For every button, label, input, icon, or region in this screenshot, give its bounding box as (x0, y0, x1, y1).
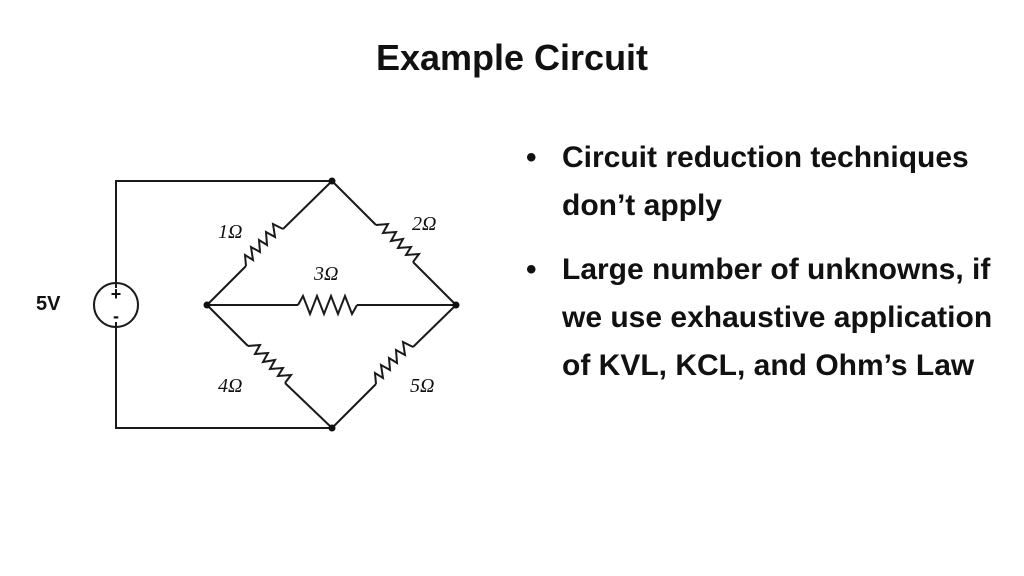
bullet-list: • Circuit reduction techniques don’t app… (522, 134, 1012, 406)
bullet-text: Circuit reduction techniques don’t apply (562, 141, 969, 222)
r5-lead-b (412, 304, 457, 348)
resistor-5-label: 5Ω (410, 375, 434, 397)
bullet-dot-icon: • (526, 141, 537, 174)
bullet-item: • Large number of unknowns, if we use ex… (522, 246, 1012, 390)
slide-title: Example Circuit (375, 37, 649, 78)
resistor-2-label: 2Ω (412, 213, 436, 235)
r1-lead-b (282, 180, 333, 230)
node-bottom (328, 424, 336, 432)
bullet-dot-icon: • (526, 253, 537, 286)
source-voltage-label: 5V (36, 293, 61, 315)
r2-lead-a (331, 180, 377, 226)
node-top (328, 177, 336, 185)
resistor-3 (297, 293, 358, 317)
resistor-3-label: 3Ω (313, 263, 338, 285)
resistor-4-label: 4Ω (218, 375, 242, 397)
node-right (452, 301, 460, 309)
bullet-item: • Circuit reduction techniques don’t app… (522, 134, 1012, 230)
resistor-1-label: 1Ω (218, 221, 242, 243)
resistor-1 (243, 222, 284, 267)
r2-lead-b (412, 261, 457, 306)
resistor-2 (375, 222, 422, 263)
source-minus-sign: - (113, 306, 119, 326)
r4-lead-a (206, 304, 249, 347)
node-left (203, 301, 211, 309)
bottom-wire (115, 322, 332, 429)
r4-lead-b (284, 382, 333, 429)
voltage-source (93, 282, 139, 328)
r1-lead-a (206, 265, 247, 306)
top-wire (115, 180, 332, 288)
resistor-4 (247, 343, 294, 384)
source-plus-sign: + (111, 284, 122, 304)
resistor-5 (373, 340, 414, 385)
bullet-text: Large number of unknowns, if we use exha… (562, 253, 993, 382)
r5-lead-a (331, 383, 377, 429)
